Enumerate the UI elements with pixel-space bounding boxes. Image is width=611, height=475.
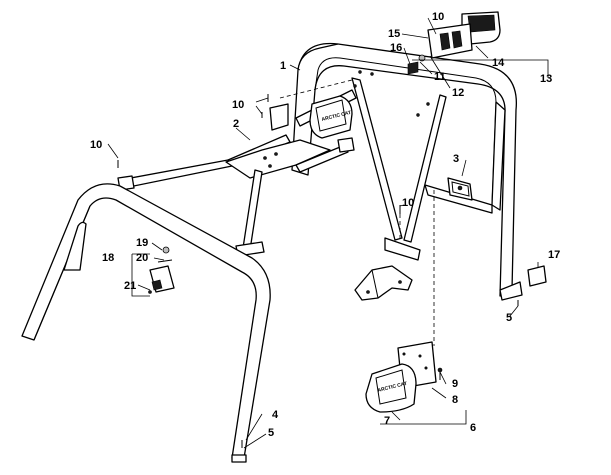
callout-5b: 5 bbox=[506, 312, 512, 324]
leader-lines bbox=[107, 17, 549, 449]
bracket-3 bbox=[447, 177, 473, 201]
callout-19: 19 bbox=[136, 237, 148, 249]
front-roll-bar bbox=[21, 183, 271, 463]
decal-17 bbox=[527, 265, 547, 287]
callout-10c: 10 bbox=[402, 197, 414, 209]
callout-3: 3 bbox=[453, 153, 459, 165]
callout-2: 2 bbox=[233, 118, 239, 130]
callout-18: 18 bbox=[102, 252, 114, 264]
callout-17: 17 bbox=[548, 249, 560, 261]
rear-roll-bar bbox=[291, 42, 523, 301]
callout-15: 15 bbox=[388, 28, 400, 40]
callout-21: 21 bbox=[124, 280, 136, 292]
callout-20: 20 bbox=[136, 252, 148, 264]
callout-1: 1 bbox=[280, 60, 286, 72]
callout-10b: 10 bbox=[90, 139, 102, 151]
callout-4: 4 bbox=[272, 409, 279, 421]
callout-13: 13 bbox=[540, 73, 552, 85]
mount-bracket bbox=[354, 265, 413, 301]
brace-light: ARCTIC CAT bbox=[309, 95, 353, 139]
callout-6: 6 bbox=[470, 422, 476, 434]
callout-16: 16 bbox=[390, 42, 402, 54]
callout-10d: 10 bbox=[432, 11, 444, 23]
switch-assembly bbox=[148, 246, 175, 294]
callout-7: 7 bbox=[384, 415, 390, 427]
callout-12: 12 bbox=[452, 87, 464, 99]
callout-14: 14 bbox=[492, 57, 505, 69]
backup-light-assembly: ARCTIC CAT bbox=[365, 341, 443, 413]
callout-labels: 1 2 3 4 5 5 6 7 8 9 10 10 10 10 11 12 13… bbox=[90, 11, 560, 439]
callout-11: 11 bbox=[434, 71, 446, 83]
callout-8: 8 bbox=[452, 394, 458, 406]
taillight-assembly bbox=[407, 11, 501, 75]
callout-9: 9 bbox=[452, 378, 458, 390]
callout-10a: 10 bbox=[232, 99, 244, 111]
callout-5a: 5 bbox=[268, 427, 274, 439]
assembly-dashed-lines bbox=[279, 79, 435, 346]
